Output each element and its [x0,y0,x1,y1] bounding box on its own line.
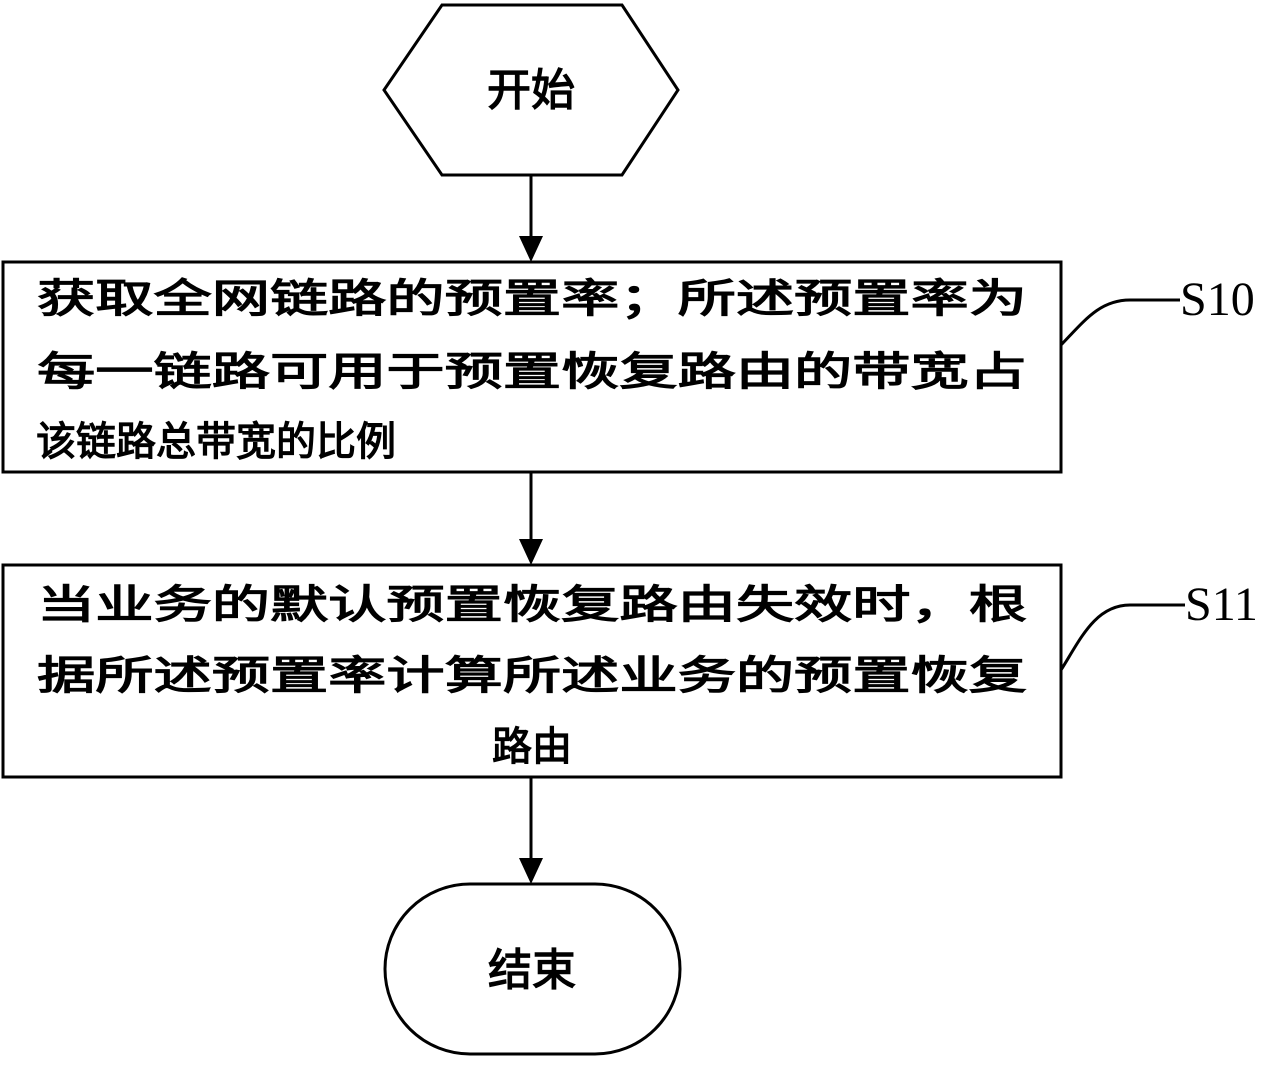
step-s10-line-2: 每一链路可用于预置恢复路由的带宽占 [37,348,1027,395]
step-s11-leader-line [1061,605,1185,670]
step-s10-leader-line [1061,300,1180,345]
edge-start-to-s10 [519,175,543,262]
step-s10-callout: S10 [1061,273,1255,345]
step-s10-id-label: S10 [1180,273,1255,326]
step-s11-line-2: 据所述预置率计算所述业务的预置恢复 [37,652,1027,699]
step-s11-line-3: 路由 [492,723,572,770]
step-s10: 获取全网链路的预置率；所述预置率为 每一链路可用于预置恢复路由的带宽占 该链路总… [3,262,1061,472]
arrowhead-icon [519,236,543,262]
end-label: 结束 [488,945,576,996]
edge-s11-to-end [519,777,543,884]
start-label: 开始 [487,65,575,116]
step-s11-callout: S11 [1061,578,1258,670]
edge-s10-to-s11 [519,472,543,565]
end-node: 结束 [385,884,680,1054]
step-s11-id-label: S11 [1185,578,1258,631]
step-s11-line-1: 当业务的默认预置恢复路由失效时，根 [37,581,1027,628]
step-s11: 当业务的默认预置恢复路由失效时，根 据所述预置率计算所述业务的预置恢复 路由 [3,565,1061,777]
start-node: 开始 [384,5,678,175]
step-s10-line-1: 获取全网链路的预置率；所述预置率为 [37,275,1027,322]
arrowhead-icon [519,858,543,884]
arrowhead-icon [519,539,543,565]
step-s10-line-3: 该链路总带宽的比例 [36,418,396,465]
